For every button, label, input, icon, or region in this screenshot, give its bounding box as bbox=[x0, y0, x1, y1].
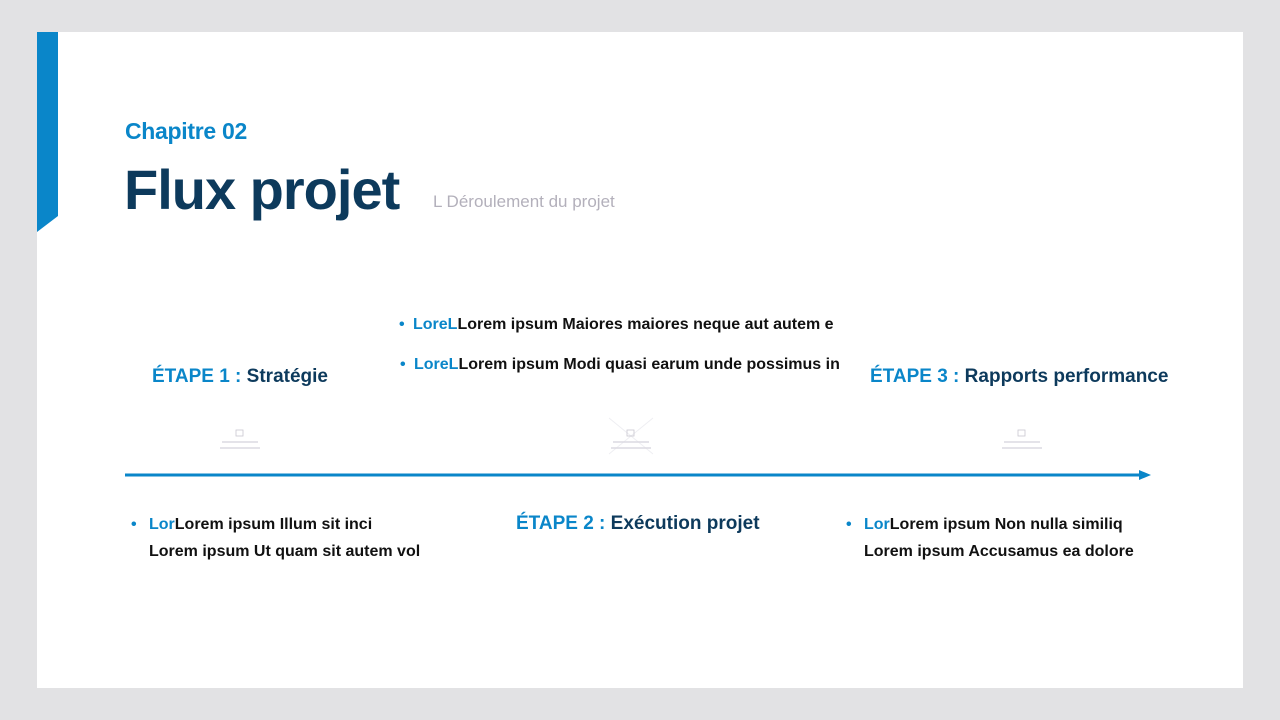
image-placeholder-icon bbox=[607, 416, 655, 456]
bullet-dot: • bbox=[399, 316, 405, 333]
bullet-right: • LorLorem ipsum Non nulla similiq bbox=[846, 516, 1123, 533]
step-3-label: ÉTAPE 3 : Rapports performance bbox=[870, 366, 1169, 387]
timeline-arrow bbox=[125, 462, 1155, 488]
page-subtitle: L Déroulement du projet bbox=[433, 192, 615, 211]
image-placeholder-icon bbox=[998, 420, 1046, 460]
chapter-label: Chapitre 02 bbox=[125, 118, 247, 144]
step-2-label: ÉTAPE 2 : Exécution projet bbox=[516, 513, 760, 534]
image-placeholder-icon bbox=[216, 420, 264, 460]
bullet-right-line2: Lorem ipsum Accusamus ea dolore bbox=[864, 543, 1134, 560]
bullet-dot: • bbox=[400, 356, 406, 373]
bullet-dot: • bbox=[131, 516, 137, 533]
step-1-label: ÉTAPE 1 : Stratégie bbox=[152, 366, 328, 387]
bullet-top-2: • LoreLLorem ipsum Modi quasi earum unde… bbox=[400, 356, 840, 373]
bullet-dot: • bbox=[846, 516, 852, 533]
slide bbox=[37, 32, 1243, 688]
bullet-left-line2: Lorem ipsum Ut quam sit autem vol bbox=[149, 543, 421, 560]
bullet-left: • LorLorem ipsum Illum sit inci bbox=[131, 516, 373, 533]
page-title: Flux projet bbox=[124, 158, 400, 221]
accent-bar bbox=[37, 32, 58, 232]
bullet-top-1: • LoreLLorem ipsum Maiores maiores neque… bbox=[399, 316, 834, 333]
